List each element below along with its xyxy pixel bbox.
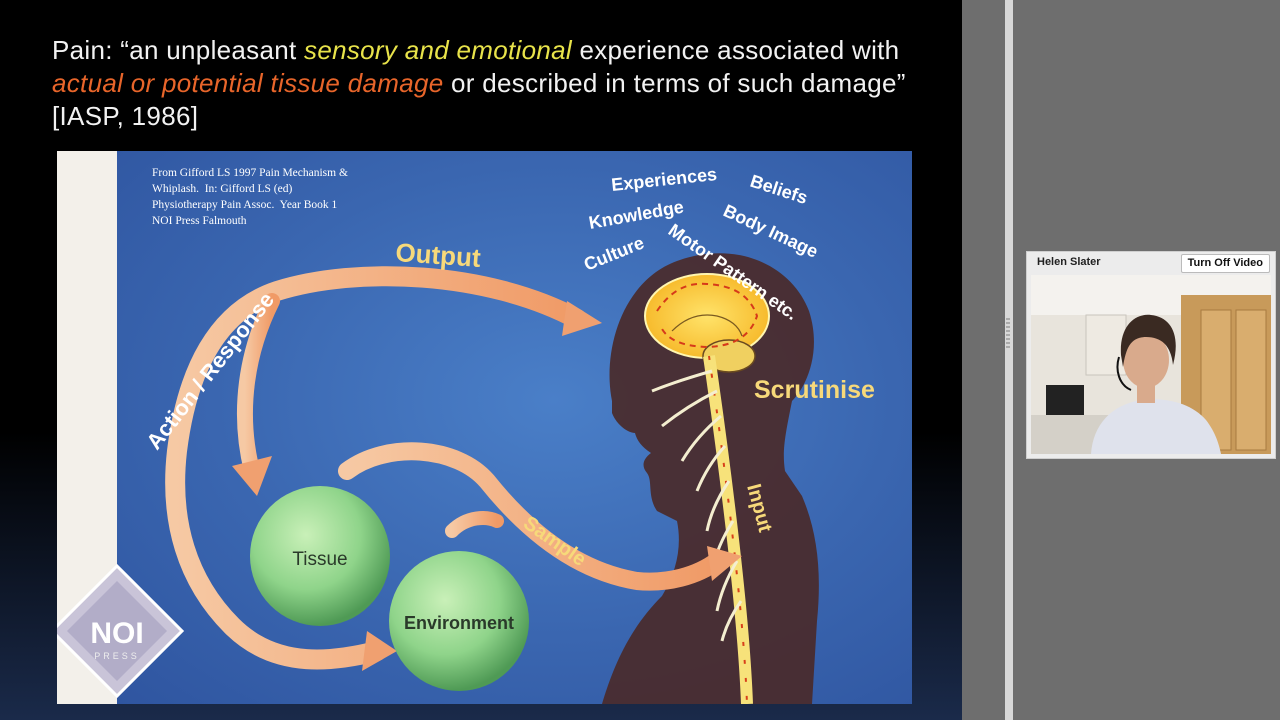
- title-text-2: experience associated with: [571, 35, 900, 65]
- title-highlight-sensory: sensory and emotional: [304, 35, 572, 65]
- output-arrow: [165, 266, 587, 670]
- tissue-sphere: [250, 486, 390, 626]
- environment-sphere: [389, 551, 529, 691]
- action-response-label: Action / Response: [141, 287, 279, 454]
- tissue-label: Tissue: [292, 549, 347, 570]
- participant-name: Helen Slater: [1037, 256, 1101, 268]
- pain-mechanism-diagram: From Gifford LS 1997 Pain Mechanism & Wh…: [57, 151, 912, 704]
- presentation-slide: Pain: “an unpleasant sensory and emotion…: [0, 0, 962, 720]
- word-experiences: Experiences: [610, 164, 718, 195]
- noi-logo: [57, 563, 185, 699]
- diagram-artwork: Experiences Beliefs Knowledge Body Image…: [57, 164, 875, 704]
- slide-title: Pain: “an unpleasant sensory and emotion…: [52, 34, 942, 133]
- turn-off-video-button[interactable]: Turn Off Video: [1180, 254, 1270, 273]
- output-label: Output: [395, 237, 482, 273]
- nerves: [651, 369, 743, 642]
- scrutinise-label: Scrutinise: [754, 376, 875, 404]
- title-text-3: or described in terms of such damage” [I…: [52, 68, 906, 131]
- divider-grip[interactable]: [1006, 318, 1010, 352]
- sample-label: Sample: [519, 512, 590, 571]
- diagram-citation: From Gifford LS 1997 Pain Mechanism & Wh…: [152, 167, 348, 227]
- word-body-image: Body Image: [720, 200, 821, 261]
- video-panel: Helen Slater Turn Off Video: [1026, 251, 1276, 459]
- spinal-cord: [703, 355, 753, 704]
- title-text-1: Pain: “an unpleasant: [52, 35, 305, 65]
- action-arrow: [237, 293, 280, 479]
- environment-label: Environment: [404, 613, 514, 633]
- word-culture: Culture: [581, 233, 647, 275]
- webcam-feed: [1031, 275, 1271, 454]
- panel-divider[interactable]: [1005, 0, 1013, 720]
- logo-text: NOI: [90, 617, 143, 650]
- logo-subtext: PRESS: [94, 651, 140, 661]
- sample-arrow: [338, 442, 726, 591]
- word-beliefs: Beliefs: [748, 171, 810, 208]
- human-silhouette: [602, 253, 819, 704]
- title-highlight-tissue-damage: actual or potential tissue damage: [52, 68, 444, 98]
